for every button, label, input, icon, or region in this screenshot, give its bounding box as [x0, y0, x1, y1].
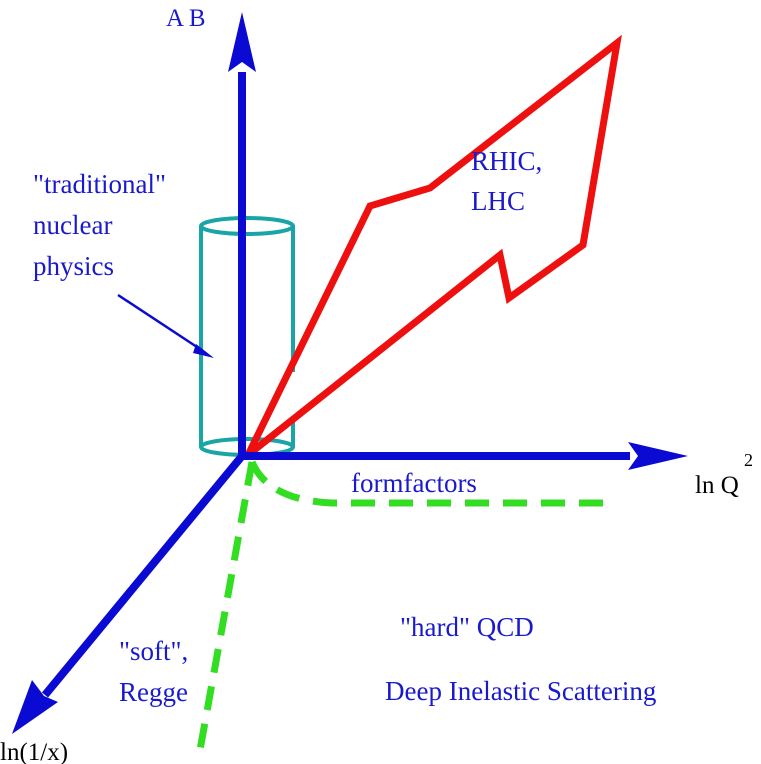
- regge-label: Regge: [119, 677, 188, 707]
- ln1x-axis: [12, 453, 246, 734]
- soft-label: "soft",: [119, 636, 188, 666]
- formfactor-dashed-line: [248, 460, 612, 507]
- physics-label: physics: [33, 251, 114, 281]
- nuclear-physics-cylinder: [199, 216, 295, 457]
- lnq2-axis: [242, 442, 688, 470]
- hard-qcd-label: "hard" QCD: [400, 612, 534, 642]
- formfactors-label: formfactors: [351, 468, 477, 498]
- label-pointer-arrow: [117, 293, 214, 358]
- lhc-label: LHC: [471, 186, 525, 216]
- rhic-lhc-arrow: [244, 34, 622, 458]
- ab-axis: [228, 12, 256, 456]
- lnq-axis-exponent: 2: [744, 450, 753, 470]
- lnq-axis-label: ln Q: [695, 472, 739, 499]
- nuclear-label: nuclear: [33, 210, 112, 240]
- rhic-label: RHIC,: [471, 146, 542, 176]
- traditional-label: "traditional": [33, 169, 166, 199]
- ln1x-axis-label: ln(1/x): [0, 739, 68, 764]
- dis-label: Deep Inelastic Scattering: [385, 676, 656, 706]
- soft-hard-dashed-line: [196, 461, 256, 751]
- ab-axis-label: A B: [166, 5, 206, 32]
